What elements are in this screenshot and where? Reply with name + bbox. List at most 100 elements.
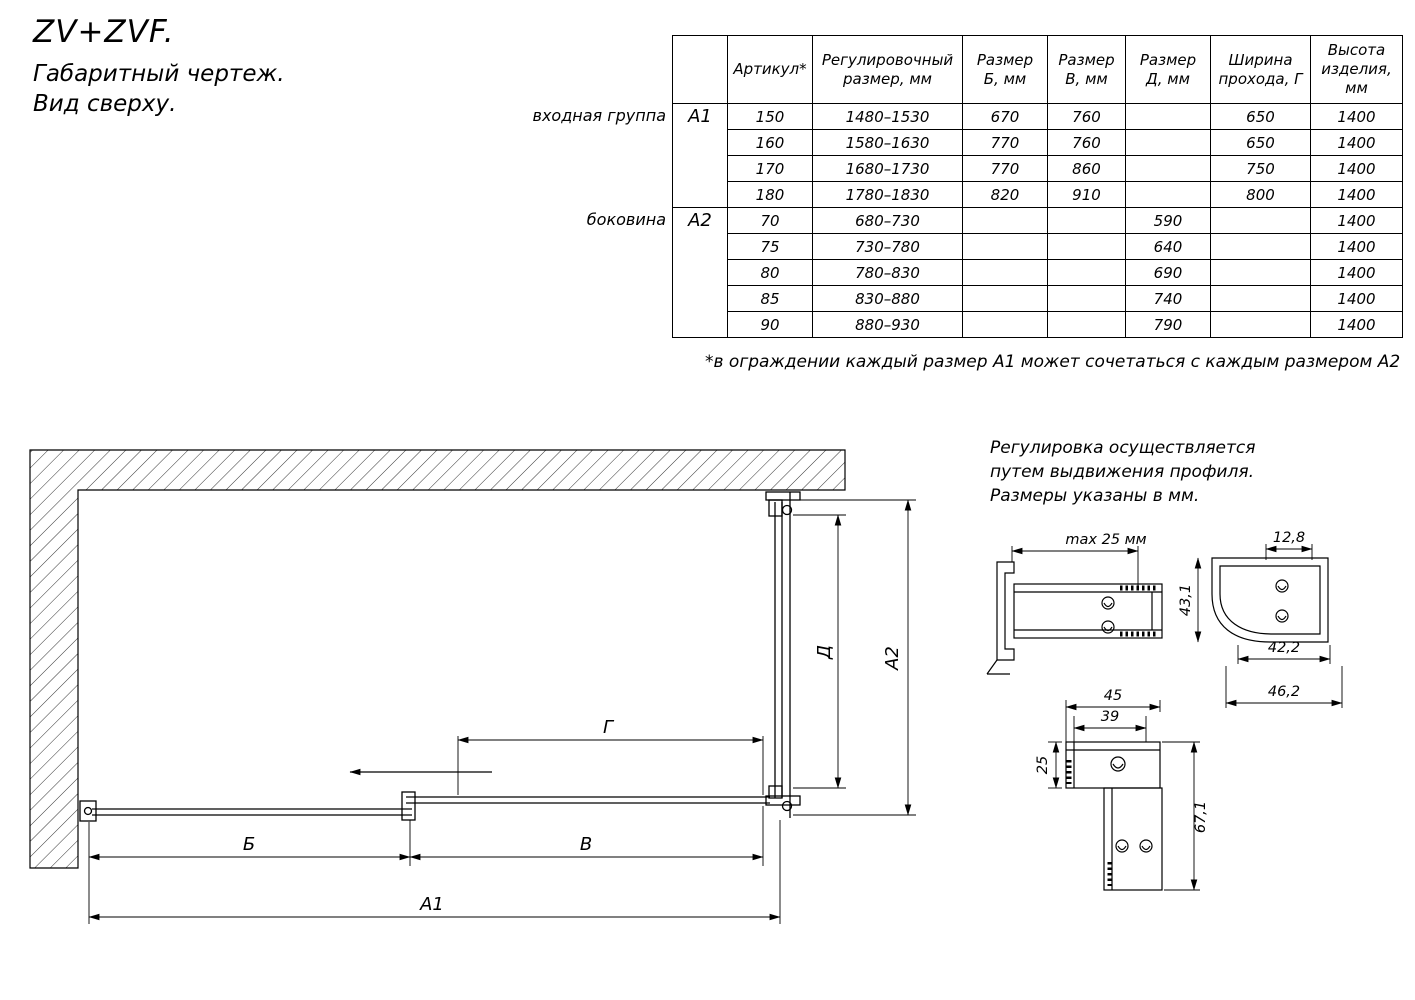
table-cell: 680–730	[812, 207, 963, 234]
screw-symbol	[1101, 596, 1115, 610]
table-cell	[962, 311, 1048, 338]
doc-view-label: Вид сверху.	[33, 90, 177, 117]
corner-profile-inner	[1219, 565, 1321, 635]
profile-detail-3: 45 39 25	[1035, 688, 1209, 891]
dimension-lines	[88, 499, 916, 924]
doc-subtitle: Габаритный чертеж.	[33, 61, 285, 87]
table-cell: 1780–1830	[812, 181, 963, 208]
table-cell: 1400	[1310, 259, 1403, 286]
screw-symbol	[1115, 839, 1129, 853]
top-bracket	[768, 499, 783, 517]
table-cell	[1047, 285, 1126, 312]
table-cell	[1125, 155, 1211, 182]
bottom-screw	[781, 800, 793, 812]
dim-label-b: Б	[243, 834, 255, 855]
table-footnote: *в ограждении каждый размер А1 может соч…	[705, 352, 1401, 372]
middle-profile	[401, 791, 416, 821]
table-cell	[1125, 181, 1211, 208]
table-cell: 640	[1125, 233, 1211, 260]
column-header: Размер Д, мм	[1125, 35, 1211, 104]
vertical-channel	[1103, 787, 1163, 891]
table-cell: 1480–1530	[812, 103, 963, 130]
table-cell	[1047, 259, 1126, 286]
dim-label-67-1: 67,1	[1193, 801, 1209, 833]
doc-title: ZV+ZVF.	[33, 14, 175, 50]
dimension-labels: Б В А1 Г Д А2	[243, 645, 903, 915]
bottom-bracket	[768, 785, 783, 799]
dim-label-45: 45	[1104, 688, 1122, 704]
table-cell: 170	[727, 155, 813, 182]
table-cell	[1210, 259, 1311, 286]
table-cell	[1047, 311, 1126, 338]
wall-hatched	[29, 449, 846, 869]
table-cell: 880–930	[812, 311, 963, 338]
table-cell: 1400	[1310, 129, 1403, 156]
table-cell: 760	[1047, 103, 1126, 130]
table-cell: 1400	[1310, 181, 1403, 208]
dim-label-a1: А1	[419, 894, 444, 915]
table-cell: 1400	[1310, 155, 1403, 182]
table-cell: 1580–1630	[812, 129, 963, 156]
dim-label-d: Д	[814, 645, 835, 660]
enclosure-top-view	[79, 491, 801, 822]
table-cell	[962, 233, 1048, 260]
adjustment-note: Регулировка осуществляется путем выдвиже…	[990, 437, 1256, 508]
dim-label-12-8: 12,8	[1273, 530, 1305, 546]
left-screw	[83, 806, 93, 816]
table-cell: 1400	[1310, 311, 1403, 338]
table-cell: 1400	[1310, 103, 1403, 130]
top-screw	[781, 504, 793, 516]
table-cell: 750	[1210, 155, 1311, 182]
table-cell: 860	[1047, 155, 1126, 182]
column-header: Высота изделия, мм	[1310, 35, 1403, 104]
table-cell: 790	[1125, 311, 1211, 338]
table-cell	[1210, 207, 1311, 234]
column-header: Регулировочный размер, мм	[812, 35, 963, 104]
dim-label-25: 25	[1035, 756, 1051, 774]
note-line-3: Размеры указаны в мм.	[990, 485, 1200, 506]
table-cell: 780–830	[812, 259, 963, 286]
note-line-2: путем выдвижения профиля.	[990, 461, 1254, 482]
group-label-entrance: входная группа	[532, 106, 666, 125]
screw-symbol	[1110, 756, 1126, 772]
table-cell: 800	[1210, 181, 1311, 208]
screw-symbol	[1275, 579, 1289, 593]
table-cell: 85	[727, 285, 813, 312]
column-header: Ширина прохода, Г	[1210, 35, 1311, 104]
screw-symbol	[1275, 609, 1289, 623]
column-header: Размер В, мм	[1047, 35, 1126, 104]
table-cell	[962, 207, 1048, 234]
dim-label-42-2: 42,2	[1268, 640, 1300, 656]
dim-label-46-2: 46,2	[1268, 684, 1300, 700]
dim-label-max25: max 25 мм	[1065, 532, 1146, 548]
note-line-1: Регулировка осуществляется	[990, 438, 1256, 458]
dim-label-g: Г	[603, 717, 615, 738]
wall-channel-profile	[996, 561, 1015, 661]
group-label-side: боковина	[586, 210, 666, 229]
screw-symbol	[1139, 839, 1153, 853]
title-block: ZV+ZVF. Габаритный чертеж. Вид сверху.	[33, 14, 285, 120]
table-cell: 160	[727, 129, 813, 156]
dim-label-a2: А2	[882, 646, 903, 671]
table-cell	[1210, 311, 1311, 338]
group-code: А2	[672, 207, 728, 338]
top-wall-profile	[765, 491, 801, 501]
dim-label-43-1: 43,1	[1178, 584, 1194, 616]
group-code: А1	[672, 103, 728, 208]
screw-symbol	[1101, 620, 1115, 634]
table-cell: 75	[727, 233, 813, 260]
profile-detail-1: max 25 мм	[986, 532, 1163, 675]
column-header: Размер Б, мм	[962, 35, 1048, 104]
corner-profile-outer	[1211, 557, 1329, 643]
table-cell: 770	[962, 155, 1048, 182]
table-cell: 1400	[1310, 285, 1403, 312]
left-wall-profile	[79, 800, 97, 822]
table-cell: 90	[727, 311, 813, 338]
